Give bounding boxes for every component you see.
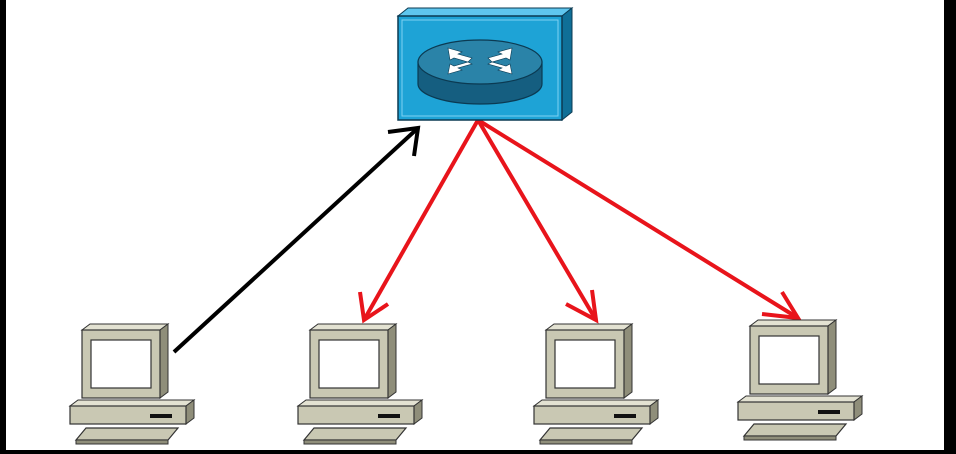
link-router-pc4 bbox=[476, 118, 800, 320]
link-pc1-router bbox=[172, 126, 420, 354]
links bbox=[172, 118, 802, 354]
link-router-pc2 bbox=[362, 119, 480, 321]
link-router-pc3 bbox=[476, 118, 598, 322]
arrowhead-pc2 bbox=[358, 291, 390, 324]
arrowhead-pc4 bbox=[761, 290, 802, 321]
arrowhead-router bbox=[387, 125, 421, 157]
arrowhead-pc3 bbox=[565, 289, 599, 324]
router-icon bbox=[396, 6, 574, 122]
